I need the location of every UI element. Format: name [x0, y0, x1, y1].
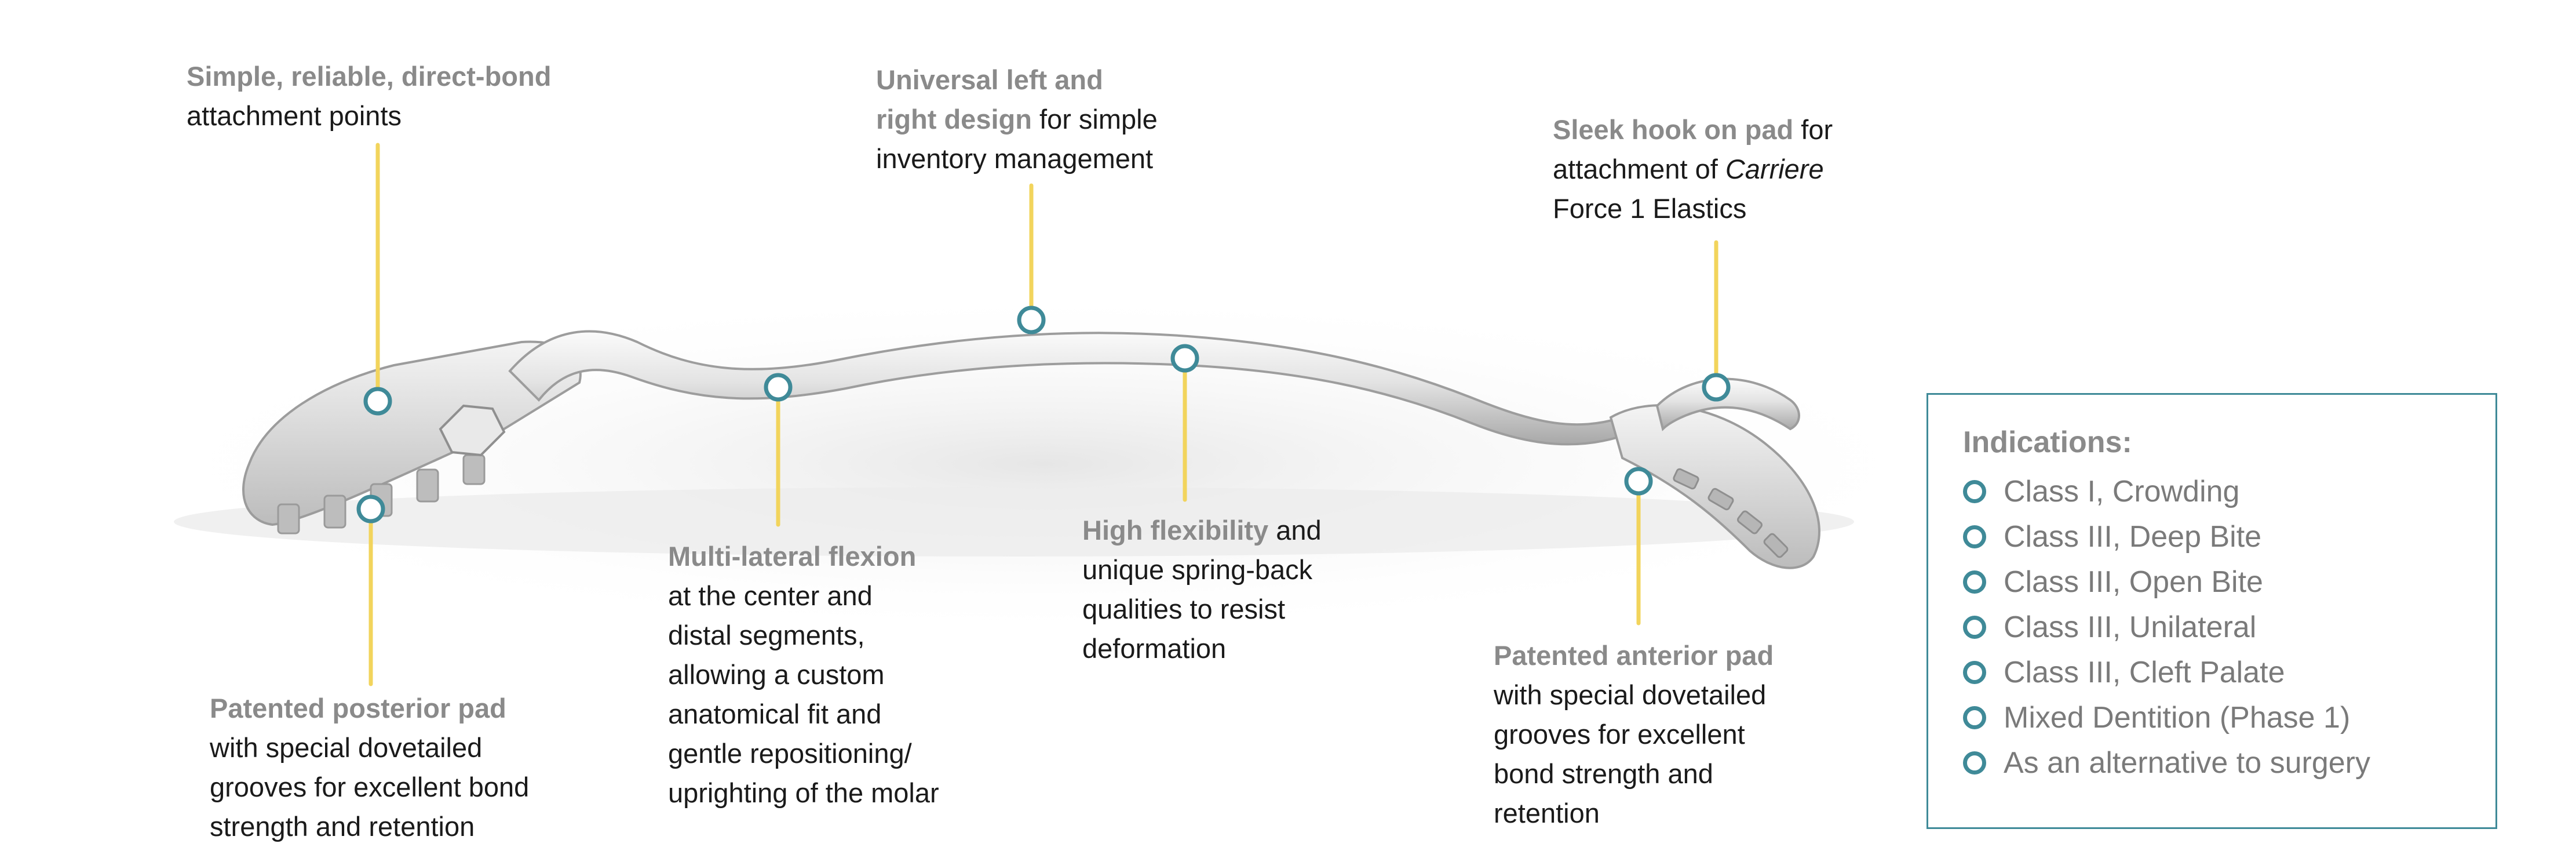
- marker-multilateral: [764, 373, 793, 402]
- callout-flexibility-line: unique spring-back: [1082, 554, 1313, 585]
- indication-label: Class III, Cleft Palate: [2004, 656, 2285, 689]
- callout-sleek-hook-heading: Sleek hook on pad: [1553, 114, 1794, 145]
- posterior-pad: [242, 340, 582, 526]
- marker-flexibility: [1170, 344, 1199, 373]
- indication-label: Class III, Unilateral: [2004, 610, 2257, 644]
- marker-posterior-pad: [356, 495, 385, 523]
- list-item: Class III, Deep Bite: [1963, 514, 2370, 559]
- callout-universal-text-1: for simple: [1031, 104, 1158, 134]
- indications-title: Indications:: [1963, 426, 2132, 459]
- callout-high-flexibility: High flexibility and unique spring-back …: [1082, 511, 1322, 668]
- callout-direct-bond-text: attachment points: [187, 100, 402, 131]
- anterior-pad: [1609, 404, 1820, 569]
- leader-lines: [368, 143, 1718, 686]
- callout-anterior-pad-line: bond strength and: [1494, 758, 1713, 789]
- callout-multilateral-line: distal segments,: [668, 620, 865, 650]
- callout-sleek-hook: Sleek hook on pad for attachment of Carr…: [1553, 110, 1833, 228]
- list-item: Class III, Unilateral: [1963, 605, 2370, 650]
- callout-universal-design: Universal left and right design for simp…: [876, 60, 1158, 179]
- indication-label: Class III, Open Bite: [2004, 565, 2263, 599]
- ring-bullet-icon: [1963, 661, 1986, 684]
- callout-multilateral-line: anatomical fit and: [668, 699, 882, 729]
- marker-sleek-hook: [1702, 373, 1731, 402]
- callout-anterior-pad-heading: Patented anterior pad: [1494, 640, 1774, 671]
- indication-label: Mixed Dentition (Phase 1): [2004, 701, 2351, 735]
- callout-multilateral-line: allowing a custom: [668, 659, 885, 690]
- ring-bullet-icon: [1963, 751, 1986, 775]
- callout-sleek-hook-text-1: for: [1793, 114, 1833, 145]
- hexagon-connector: [439, 404, 506, 457]
- callout-anterior-pad: Patented anterior pad with special dovet…: [1494, 636, 1774, 833]
- indications-panel: Indications: Class I, Crowding Class III…: [1926, 393, 2497, 829]
- callout-flexibility-text-1: and: [1268, 515, 1322, 546]
- marker-anterior-pad: [1624, 467, 1653, 496]
- callout-markers: [356, 306, 1731, 523]
- callout-universal-heading-2: right design: [876, 104, 1032, 134]
- anterior-pad-grooves: [1673, 468, 1789, 558]
- ring-bullet-icon: [1963, 525, 1986, 548]
- callout-direct-bond-heading: Simple, reliable, direct-bond: [187, 61, 552, 92]
- callout-sleek-hook-brand: Carriere: [1725, 154, 1824, 184]
- callout-sleek-hook-text-2: attachment of: [1553, 154, 1725, 184]
- callout-multilateral-heading: Multi-lateral flexion: [668, 541, 917, 572]
- callout-flexibility-line: qualities to resist: [1082, 594, 1286, 624]
- appliance-shadow: [174, 487, 1854, 557]
- callout-anterior-pad-line: with special dovetailed: [1494, 679, 1767, 710]
- list-item: As an alternative to surgery: [1963, 740, 2370, 786]
- callout-posterior-pad-line: grooves for excellent bond: [210, 772, 530, 802]
- callout-multilateral-line: gentle repositioning/: [668, 738, 912, 769]
- indications-list: Class I, Crowding Class III, Deep Bite C…: [1963, 469, 2370, 786]
- list-item: Class I, Crowding: [1963, 469, 2370, 514]
- ring-bullet-icon: [1963, 616, 1986, 639]
- callout-flexibility-heading: High flexibility: [1082, 515, 1269, 546]
- callout-sleek-hook-text-3: Force 1 Elastics: [1553, 193, 1747, 224]
- ring-bullet-icon: [1963, 706, 1986, 729]
- indication-label: Class I, Crowding: [2004, 475, 2240, 508]
- marker-universal: [1017, 306, 1046, 335]
- ring-bullet-icon: [1963, 570, 1986, 594]
- ring-bullet-icon: [1963, 480, 1986, 503]
- callout-posterior-pad-heading: Patented posterior pad: [210, 693, 506, 724]
- callout-flexibility-line: deformation: [1082, 633, 1227, 664]
- indication-label: As an alternative to surgery: [2004, 746, 2370, 780]
- indication-label: Class III, Deep Bite: [2004, 520, 2262, 554]
- callout-multilateral-line: at the center and: [668, 580, 873, 611]
- callout-universal-text-2: inventory management: [876, 143, 1154, 174]
- callout-direct-bond: Simple, reliable, direct-bond attachment…: [187, 57, 551, 136]
- callout-anterior-pad-line: grooves for excellent: [1494, 719, 1745, 750]
- list-item: Class III, Open Bite: [1963, 559, 2370, 605]
- callout-universal-heading-1: Universal left and: [876, 64, 1103, 95]
- callout-posterior-pad-line: with special dovetailed: [210, 732, 483, 763]
- callout-posterior-pad-line: strength and retention: [210, 811, 475, 842]
- callout-multilateral-line: uprighting of the molar: [668, 777, 939, 808]
- callout-posterior-pad: Patented posterior pad with special dove…: [210, 689, 529, 846]
- callout-multilateral-flexion: Multi-lateral flexion at the center and …: [668, 537, 939, 813]
- marker-direct-bond: [363, 387, 392, 416]
- list-item: Mixed Dentition (Phase 1): [1963, 695, 2370, 740]
- callout-anterior-pad-line: retention: [1494, 798, 1600, 828]
- list-item: Class III, Cleft Palate: [1963, 650, 2370, 695]
